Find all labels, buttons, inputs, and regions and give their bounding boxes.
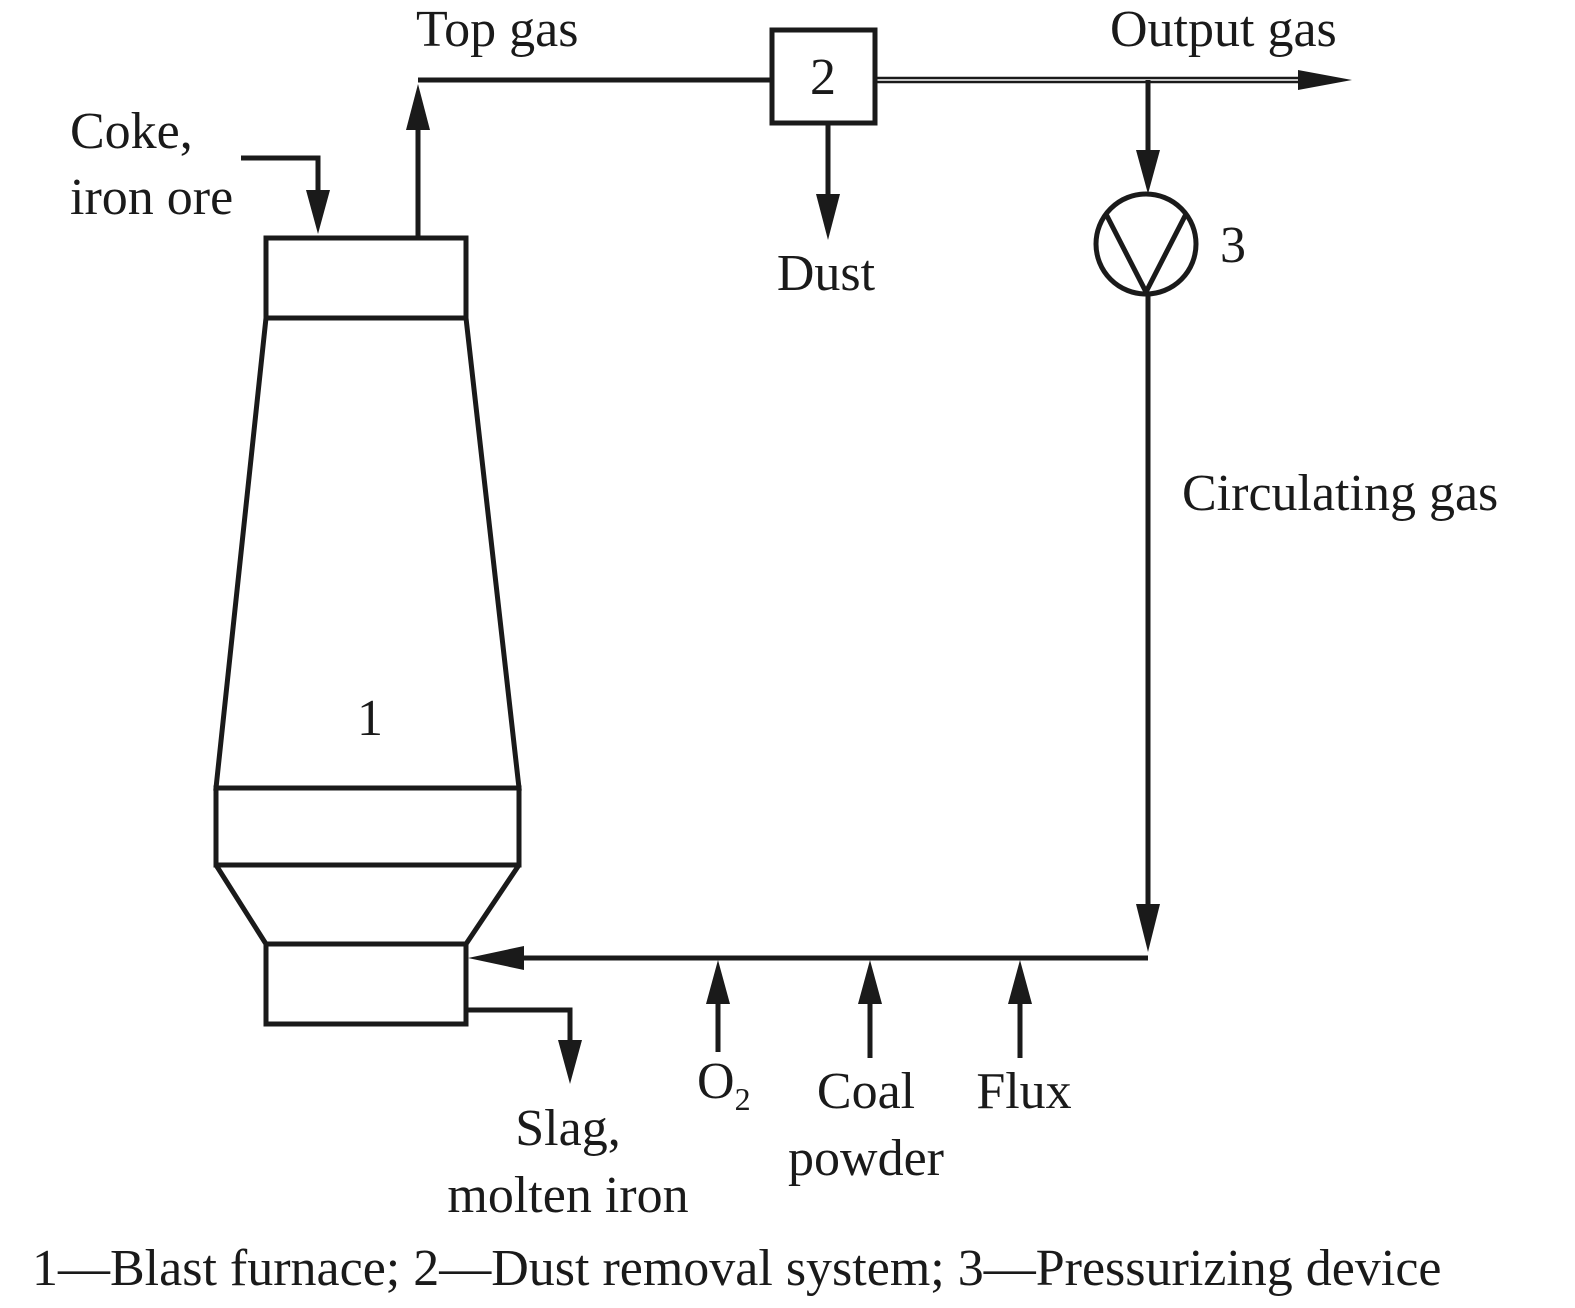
furnace-inlet-arrowhead: [468, 946, 524, 970]
figure-caption: 1—Blast furnace; 2—Dust removal system; …: [32, 1240, 1441, 1297]
coal-powder-label-line1: Coal: [817, 1063, 915, 1120]
coke-iron-ore-feed: Coke, iron ore: [70, 103, 330, 234]
dust-arrowhead: [816, 194, 840, 240]
pressurizing-device-number: 3: [1220, 217, 1246, 274]
pressurizing-device-circle: [1093, 191, 1199, 297]
o2-label-subscript: 2: [735, 1081, 751, 1117]
slag-arrowhead: [558, 1040, 582, 1084]
coal-powder-input: Coal powder: [788, 960, 944, 1187]
top-gas-line: Top gas: [406, 1, 772, 238]
coke-iron-ore-label-line1: Coke,: [70, 103, 193, 160]
slag-label-line1: Slag,: [515, 1100, 620, 1157]
flux-label: Flux: [976, 1063, 1071, 1120]
pressurizing-device: 3: [1093, 191, 1246, 298]
slag-label-line2: molten iron: [447, 1167, 688, 1224]
pressurizing-device-symbol: [1103, 212, 1189, 298]
coke-iron-ore-label-line2: iron ore: [70, 169, 233, 226]
furnace-number: 1: [357, 690, 383, 747]
furnace-throat: [263, 235, 469, 321]
dust-removal-system: 2 Dust: [769, 27, 878, 302]
o2-arrowhead: [706, 960, 730, 1004]
circulating-gas-label: Circulating gas: [1182, 465, 1498, 522]
blast-furnace: 1: [213, 235, 522, 1027]
output-gas-line: Output gas: [875, 1, 1352, 90]
furnace-bosh: [213, 863, 522, 947]
circulating-branch: [1136, 80, 1160, 194]
feed-line: [241, 155, 321, 205]
slag-output: Slag, molten iron: [447, 1007, 689, 1224]
dust-removal-number: 2: [810, 49, 836, 106]
feed-arrowhead: [306, 190, 330, 234]
coal-powder-label-line2: powder: [788, 1130, 944, 1187]
circulating-gas-line: Circulating gas: [468, 294, 1498, 970]
o2-label-main: O: [697, 1053, 735, 1110]
flux-input: Flux: [976, 960, 1072, 1120]
output-gas-arrowhead: [1298, 70, 1352, 90]
coal-powder-arrowhead: [858, 960, 882, 1004]
furnace-belly: [213, 785, 522, 868]
dust-removal-box: [769, 27, 878, 126]
flux-arrowhead: [1008, 960, 1032, 1004]
circulating-down-arrowhead: [1136, 904, 1160, 952]
furnace-hearth: [263, 941, 469, 1027]
output-gas-label: Output gas: [1110, 1, 1337, 58]
dust-label: Dust: [777, 245, 876, 302]
top-gas-arrowhead: [406, 84, 430, 130]
branch-arrowhead: [1136, 150, 1160, 194]
o2-input: O2: [697, 960, 751, 1117]
top-gas-label: Top gas: [416, 1, 578, 58]
o2-label: O2: [697, 1053, 751, 1117]
